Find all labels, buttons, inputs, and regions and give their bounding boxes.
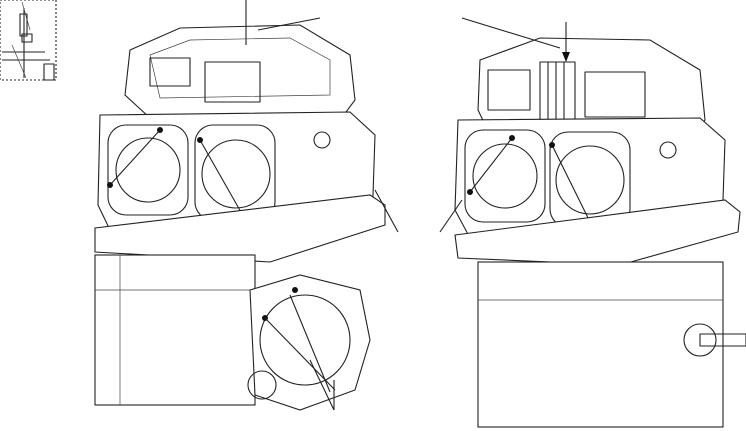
engine-left-view	[94, 24, 386, 411]
mounting-flange	[94, 194, 386, 263]
crankcase	[94, 254, 256, 406]
mounting-flange	[454, 199, 741, 266]
output-shaft	[699, 333, 746, 347]
leader-lines	[245, 0, 570, 411]
detail-inset	[0, 0, 57, 81]
valve-cover	[477, 37, 706, 141]
crankcase	[477, 261, 724, 428]
valve-cover	[124, 24, 356, 121]
engine-right-view	[454, 37, 746, 428]
